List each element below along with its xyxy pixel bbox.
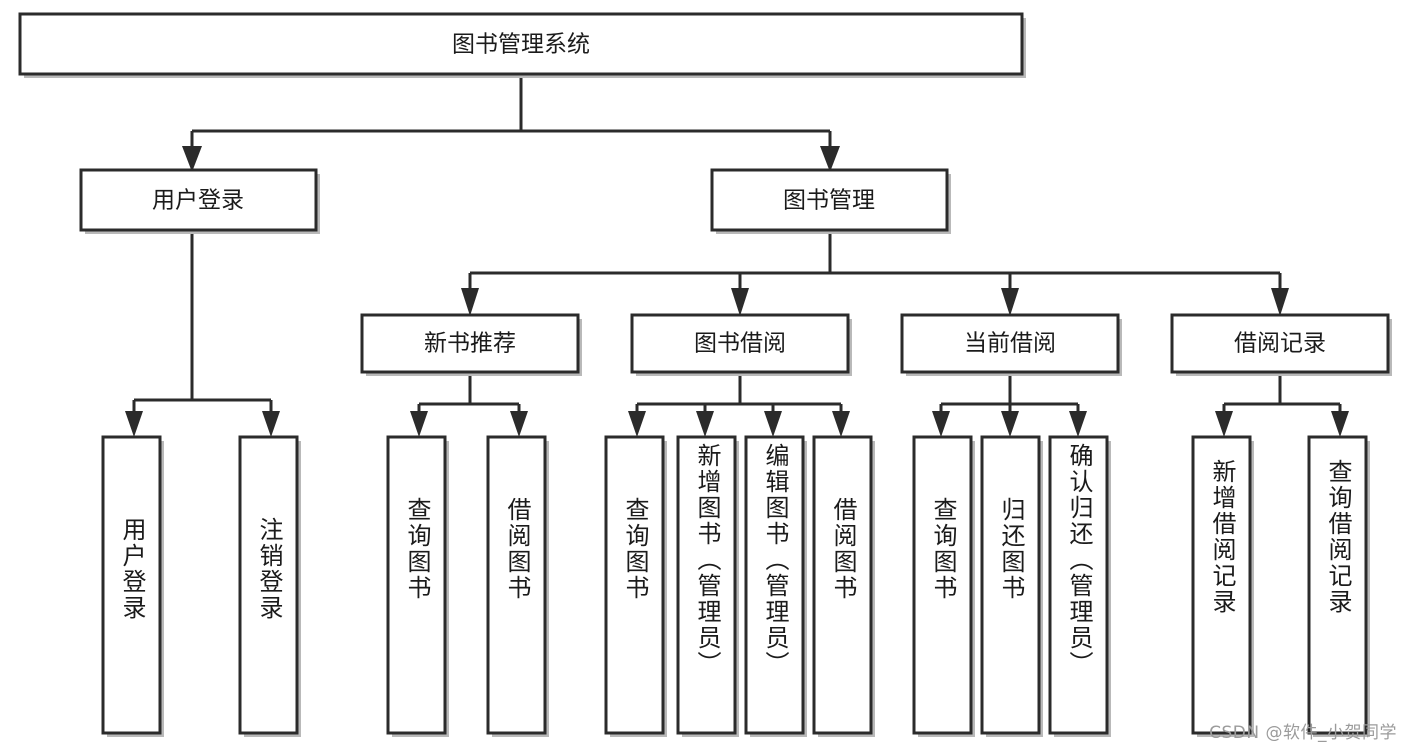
leaf-node-query-book-3[interactable] — [912, 435, 975, 737]
leaf-return-book-box[interactable] — [980, 435, 1041, 735]
leaf-user-logout-box[interactable] — [238, 435, 299, 735]
leaf-query-record-box[interactable] — [1307, 435, 1368, 735]
arrowhead-leaf-user-logout — [262, 411, 280, 437]
arrowhead-book-manage — [820, 146, 840, 172]
arrowhead-book-borrow — [731, 288, 749, 316]
leaf-node-edit-book[interactable] — [744, 435, 807, 737]
node-borrow-record[interactable]: 借阅记录 — [1170, 313, 1392, 376]
arrowhead-leaf-borrow-book-1 — [510, 411, 528, 437]
leaf-node-query-record[interactable] — [1307, 435, 1370, 737]
node-user-login-box[interactable] — [79, 168, 318, 232]
node-book-manage-box[interactable] — [710, 168, 949, 232]
node-book-borrow-label: 图书借阅 — [694, 331, 786, 357]
arrowhead-leaf-borrow-book-2 — [832, 411, 850, 437]
leaf-user-login-box[interactable] — [101, 435, 162, 735]
node-root[interactable]: 图书管理系统 — [18, 12, 1026, 78]
node-book-borrow[interactable]: 图书借阅 — [630, 313, 852, 376]
leaf-add-record-box[interactable] — [1191, 435, 1252, 735]
node-root-label: 图书管理系统 — [452, 32, 590, 58]
connector-layer — [125, 76, 1349, 437]
node-book-manage-label: 图书管理 — [783, 188, 875, 214]
node-new-book-recommend[interactable]: 新书推荐 — [360, 313, 582, 376]
arrowhead-current-borrow — [1001, 288, 1019, 316]
node-borrow-record-label: 借阅记录 — [1234, 331, 1326, 357]
arrowhead-new-book-recommend — [461, 288, 479, 316]
leaf-query-book-1-box[interactable] — [386, 435, 447, 735]
node-current-borrow-box[interactable] — [900, 313, 1120, 374]
leaf-borrow-book-1-box[interactable] — [486, 435, 547, 735]
node-borrow-record-box[interactable] — [1170, 313, 1390, 374]
arrowhead-leaf-edit-book — [764, 411, 782, 437]
arrowhead-leaf-query-book-2 — [628, 411, 646, 437]
arrowhead-leaf-query-book-3 — [932, 411, 950, 437]
leaf-confirm-return-box[interactable] — [1048, 435, 1109, 735]
arrowhead-leaf-return-book — [1001, 411, 1019, 437]
arrowhead-user-login — [182, 146, 202, 172]
leaf-borrow-book-2-box[interactable] — [812, 435, 873, 735]
leaf-query-book-3-box[interactable] — [912, 435, 973, 735]
node-new-book-recommend-label: 新书推荐 — [424, 331, 516, 357]
leaf-node-query-book-2[interactable] — [604, 435, 667, 737]
node-current-borrow[interactable]: 当前借阅 — [900, 313, 1122, 376]
leaf-edit-book-box[interactable] — [744, 435, 805, 735]
leaf-node-borrow-book-2[interactable] — [812, 435, 875, 737]
arrowhead-leaf-query-record — [1331, 411, 1349, 437]
leaf-node-add-record[interactable] — [1191, 435, 1254, 737]
arrowhead-leaf-add-book — [696, 411, 714, 437]
node-root-box[interactable] — [18, 12, 1024, 76]
node-book-borrow-box[interactable] — [630, 313, 850, 374]
node-current-borrow-label: 当前借阅 — [964, 331, 1056, 357]
node-user-login[interactable]: 用户登录 — [79, 168, 320, 234]
leaf-query-book-2-box[interactable] — [604, 435, 665, 735]
node-user-login-label: 用户登录 — [152, 188, 244, 214]
leaf-node-borrow-book-1[interactable] — [486, 435, 549, 737]
arrowhead-borrow-record — [1271, 288, 1289, 316]
leaf-node-query-book-1[interactable] — [386, 435, 449, 737]
node-book-manage[interactable]: 图书管理 — [710, 168, 951, 234]
leaf-node-user-login[interactable] — [101, 435, 164, 737]
leaf-node-user-logout[interactable] — [238, 435, 301, 737]
leaf-node-add-book[interactable] — [676, 435, 739, 737]
arrowhead-leaf-confirm-return — [1069, 411, 1087, 437]
arrowhead-leaf-user-login — [125, 411, 143, 437]
leaf-node-confirm-return[interactable] — [1048, 435, 1111, 737]
leaf-node-return-book[interactable] — [980, 435, 1043, 737]
csdn-watermark: CSDN @软件_小贺同学 — [1209, 723, 1397, 743]
leaf-add-book-box[interactable] — [676, 435, 737, 735]
arrowhead-leaf-add-record — [1215, 411, 1233, 437]
arrowhead-leaf-query-book-1 — [410, 411, 428, 437]
node-new-book-recommend-box[interactable] — [360, 313, 580, 374]
